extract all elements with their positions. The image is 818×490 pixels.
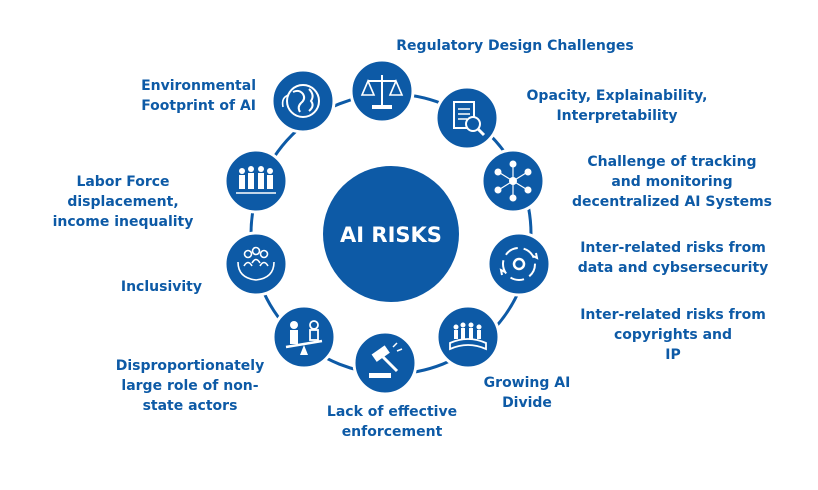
label-line: IP [665, 347, 681, 363]
node-document-magnifier [434, 85, 500, 151]
label-line: Footprint of AI [141, 98, 256, 114]
node-circle [271, 304, 337, 370]
label-line: Regulatory Design Challenges [396, 38, 634, 54]
node-circle [435, 304, 501, 370]
hands-people-icon [237, 246, 275, 281]
label-line: Growing AI [483, 375, 571, 391]
node-seesaw-people [271, 304, 337, 370]
document-magnifier-icon [453, 101, 486, 137]
gear-cycle-icon [499, 247, 539, 281]
node-circle [486, 231, 552, 297]
node-circle [223, 148, 289, 214]
label-line: Environmental [141, 78, 256, 94]
label-environmental: Environmental Footprint of AI [120, 76, 256, 116]
label-line: Labor Force [76, 174, 170, 190]
label-data-cyber: Inter-related risks from data and cybser… [562, 238, 784, 278]
node-scales [349, 58, 415, 124]
label-line: Challenge of tracking [587, 154, 757, 170]
label-line: Inclusivity [120, 279, 202, 295]
label-line: decentralized AI Systems [571, 194, 773, 210]
label-line: Divide [502, 395, 552, 411]
node-circle [434, 85, 500, 151]
node-network-people [480, 148, 546, 214]
label-line: Opacity, Explainability, [526, 88, 708, 104]
label-line: copyrights and [613, 327, 733, 343]
label-line: Inter-related risks from [580, 307, 766, 323]
node-circle [223, 231, 289, 297]
growing-divide-icon [449, 322, 487, 351]
node-gear-cycle [486, 231, 552, 297]
label-line: state actors [142, 398, 238, 414]
node-gavel [352, 330, 418, 396]
gavel-icon [369, 342, 403, 378]
label-line: large role of non- [121, 378, 259, 394]
node-workforce [223, 148, 289, 214]
label-line: and monitoring [611, 174, 733, 190]
node-hands-people [223, 231, 289, 297]
label-enforcement: Lack of effective enforcement [317, 402, 467, 442]
node-circle [352, 330, 418, 396]
label-non-state-actors: Disproportionately large role of non- st… [100, 356, 280, 416]
label-copyrights: Inter-related risks from copyrights and … [562, 305, 784, 365]
label-line: displacement, [67, 194, 179, 210]
node-globe [270, 68, 336, 134]
label-line: Interpretability [556, 108, 678, 124]
label-line: Disproportionately [115, 358, 265, 374]
label-labor-force: Labor Force displacement, income inequal… [48, 172, 198, 232]
label-line: Inter-related risks from [580, 240, 766, 256]
label-regulatory-design: Regulatory Design Challenges [380, 36, 650, 56]
label-opacity: Opacity, Explainability, Interpretabilit… [508, 86, 726, 126]
label-ai-divide: Growing AI Divide [472, 373, 582, 413]
globe-icon [281, 84, 320, 118]
label-line: Lack of effective [326, 404, 458, 420]
node-growing-divide [435, 304, 501, 370]
label-tracking: Challenge of tracking and monitoring dec… [552, 152, 792, 212]
scales-icon [360, 75, 404, 109]
label-line: income inequality [52, 214, 194, 230]
label-inclusivity: Inclusivity [80, 277, 202, 297]
seesaw-people-icon [285, 320, 323, 355]
network-people-icon [494, 160, 532, 202]
center-title: AI RISKS [340, 223, 442, 247]
center-circle [323, 166, 459, 302]
label-line: enforcement [341, 424, 443, 440]
workforce-icon [236, 166, 276, 194]
label-line: data and cybsersecurity [577, 260, 769, 276]
